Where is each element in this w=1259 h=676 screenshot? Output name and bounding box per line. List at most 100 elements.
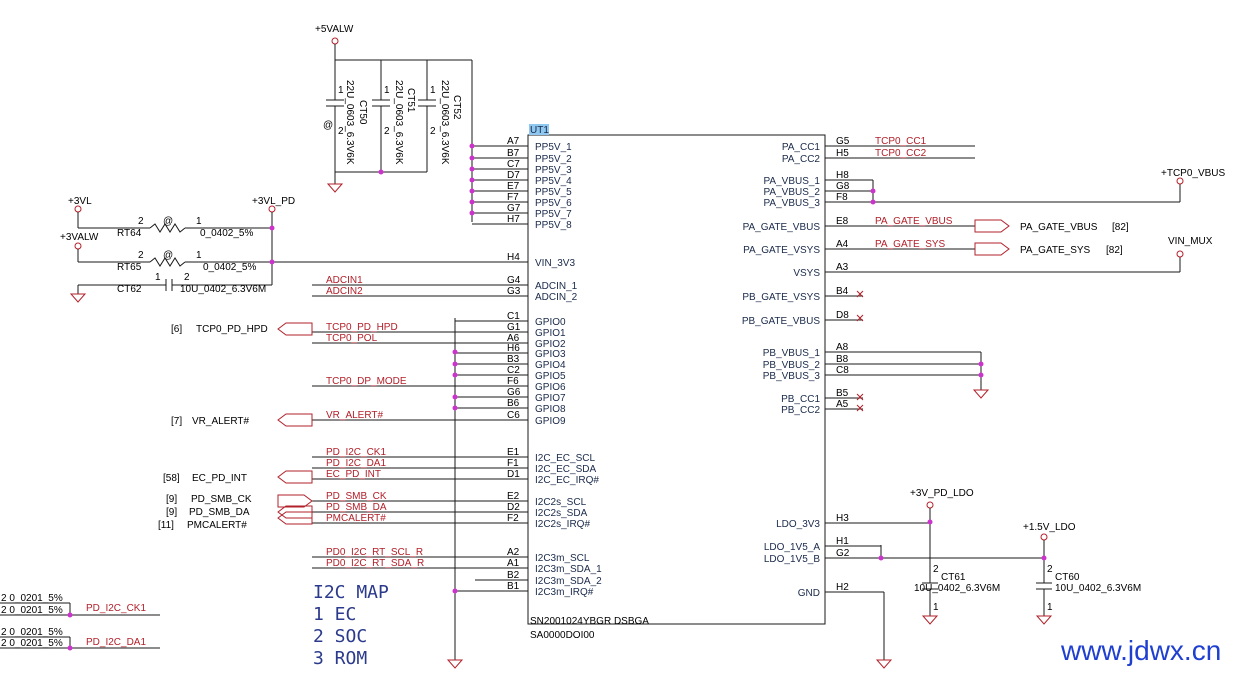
pin-ball: D1 — [507, 469, 520, 480]
offpage-tcp0-pd-hpd: TCP0_PD_HPD — [196, 324, 268, 335]
resistor-rt64[interactable]: 2 1 @ RT64 0_0402_5% — [117, 216, 253, 239]
svg-text:RT65: RT65 — [117, 262, 142, 273]
pin-name: GPIO3 — [535, 349, 566, 360]
net-label: PA_GATE_VBUS — [875, 216, 953, 227]
watermark: www.jdwx.cn — [1060, 635, 1221, 666]
pin-name: GPIO5 — [535, 371, 566, 382]
offpage-pd-smb-ck: PD_SMB_CK — [191, 494, 252, 505]
pin-name: GND — [798, 588, 820, 599]
cap-ct50[interactable]: 1 2 @ 22U_0603_6.3V6K CT50 — [323, 80, 368, 165]
pin-ball: B1 — [507, 581, 520, 592]
resistor-rt65[interactable]: 2 1 @ RT65 0_0402_5% — [117, 250, 256, 273]
svg-text:[7]: [7] — [171, 416, 182, 427]
svg-text:2: 2 — [384, 126, 390, 137]
pin-ball: E2 — [507, 491, 520, 502]
net-label: PD_I2C_DA1 — [326, 458, 386, 469]
pin-name: I2C_EC_SCL — [535, 453, 595, 464]
pin-name: I2C3m_SDA_2 — [535, 576, 602, 587]
pin-ball: H2 — [836, 582, 849, 593]
pin-name: PB_VBUS_1 — [763, 348, 821, 359]
pin-name: PP5V_8 — [535, 220, 572, 231]
pin-ball: C6 — [507, 410, 520, 421]
gpio-ground-bus — [446, 318, 464, 669]
cap-ct62[interactable]: 1 2 CT62 10U_0402_6.3V6M — [117, 272, 266, 295]
p3v-pd-ldo-label: +3V_PD_LDO — [910, 488, 974, 499]
pin-name: PB_CC2 — [781, 405, 820, 416]
cap-ct52[interactable]: 1 2 22U_0603_6.3V6K CT52 — [430, 80, 462, 165]
chip-body[interactable] — [527, 134, 826, 625]
no-connect-marks — [856, 290, 864, 412]
pin-name: LDO_1V5_A — [764, 542, 820, 553]
svg-text:22U_0603_6.3V6K: 22U_0603_6.3V6K — [439, 80, 450, 165]
pin-name: ADCIN_2 — [535, 292, 578, 303]
pin-ball: G3 — [507, 286, 521, 297]
svg-text:CT61: CT61 — [941, 572, 966, 583]
pin-name: VSYS — [793, 268, 820, 279]
pin-ball: H8 — [836, 170, 849, 181]
cap-ct60[interactable]: 2 1 CT60 10U_0402_6.3V6M — [1047, 564, 1141, 613]
cap-ct51[interactable]: 1 2 22U_0603_6.3V6K CT51 — [384, 80, 416, 165]
bl-r2-net: PD_I2C_DA1 — [86, 637, 146, 648]
cap-ct61[interactable]: 2 1 CT61 10U_0402_6.3V6M — [914, 564, 1000, 613]
pin-name: PB_VBUS_3 — [763, 371, 821, 382]
pin-ball: B5 — [836, 388, 849, 399]
pin-name: GPIO8 — [535, 404, 566, 415]
svg-text:CT52: CT52 — [451, 95, 462, 120]
net-label: PMCALERT# — [326, 513, 386, 524]
bl-r2-top: 2 0_0201_5% — [1, 627, 63, 638]
offpage-pmcalert: PMCALERT# — [187, 520, 247, 531]
pin-name: GPIO0 — [535, 317, 566, 328]
